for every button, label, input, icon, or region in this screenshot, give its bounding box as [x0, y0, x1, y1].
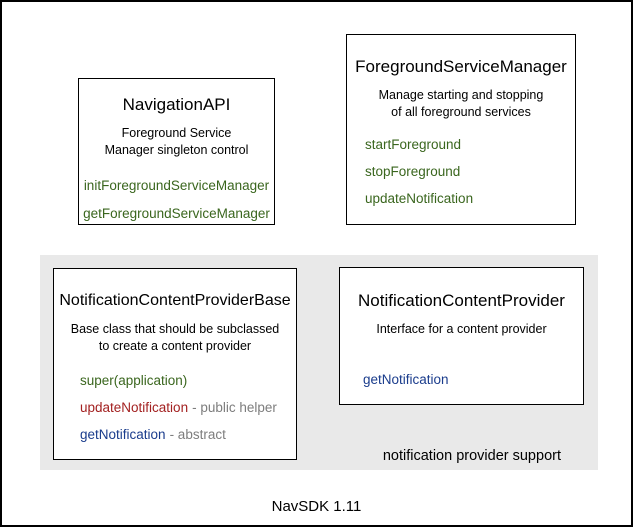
method-annotation: - public helper [192, 400, 277, 415]
method-label: stopForeground [365, 164, 461, 179]
method-label: getNotification [363, 372, 449, 387]
sdk-version-label: NavSDK 1.11 [271, 498, 362, 515]
class-description: Foreground Service Manager singleton con… [79, 125, 274, 159]
method-get-notification: getNotification- abstract [80, 427, 296, 443]
class-title: NotificationContentProvider [358, 291, 565, 310]
method-label: getNotification [80, 427, 166, 442]
method-get-notification: getNotification [363, 372, 583, 388]
class-description-line: Manager singleton control [104, 143, 249, 157]
class-description-line: Foreground Service [121, 126, 232, 140]
class-box-navigation-api: NavigationAPI Foreground Service Manager… [78, 78, 275, 225]
method-list: super(application) updateNotification- p… [54, 373, 296, 443]
method-annotation: - abstract [169, 427, 226, 442]
method-start-foreground: startForeground [365, 137, 575, 153]
class-description-line: Interface for a content provider [376, 322, 547, 336]
method-label: getForegroundServiceManager [83, 206, 270, 221]
method-list: initForegroundServiceManager getForegrou… [79, 178, 274, 222]
class-title: NotificationContentProviderBase [59, 292, 291, 309]
method-label: initForegroundServiceManager [83, 178, 270, 193]
group-label-notification-provider-support: notification provider support [382, 448, 561, 464]
class-title: NavigationAPI [122, 95, 231, 114]
class-description-line: to create a content provider [98, 339, 252, 353]
method-get-foreground-service-manager: getForegroundServiceManager [79, 206, 274, 222]
class-description: Base class that should be subclassed to … [54, 321, 296, 355]
class-description-line: of all foreground services [391, 105, 531, 119]
class-description-line: Base class that should be subclassed [70, 322, 280, 336]
method-super-application: super(application) [80, 373, 296, 389]
method-label: super(application) [80, 373, 188, 388]
method-stop-foreground: stopForeground [365, 164, 575, 180]
method-update-notification: updateNotification [365, 191, 575, 207]
method-update-notification: updateNotification- public helper [80, 400, 296, 416]
class-box-notification-content-provider-base: NotificationContentProviderBase Base cla… [53, 268, 297, 460]
class-description-line: Manage starting and stopping [378, 88, 544, 102]
class-box-foreground-service-manager: ForegroundServiceManager Manage starting… [346, 34, 576, 225]
method-label: updateNotification [80, 400, 189, 415]
class-title: ForegroundServiceManager [355, 57, 567, 76]
method-list: getNotification [340, 372, 583, 388]
class-description: Manage starting and stopping of all fore… [347, 87, 575, 121]
method-init-foreground-service-manager: initForegroundServiceManager [79, 178, 274, 194]
method-label: updateNotification [365, 191, 474, 206]
class-box-notification-content-provider: NotificationContentProvider Interface fo… [339, 267, 584, 405]
class-description: Interface for a content provider [340, 321, 583, 338]
method-label: startForeground [365, 137, 462, 152]
method-list: startForeground stopForeground updateNot… [347, 137, 575, 207]
